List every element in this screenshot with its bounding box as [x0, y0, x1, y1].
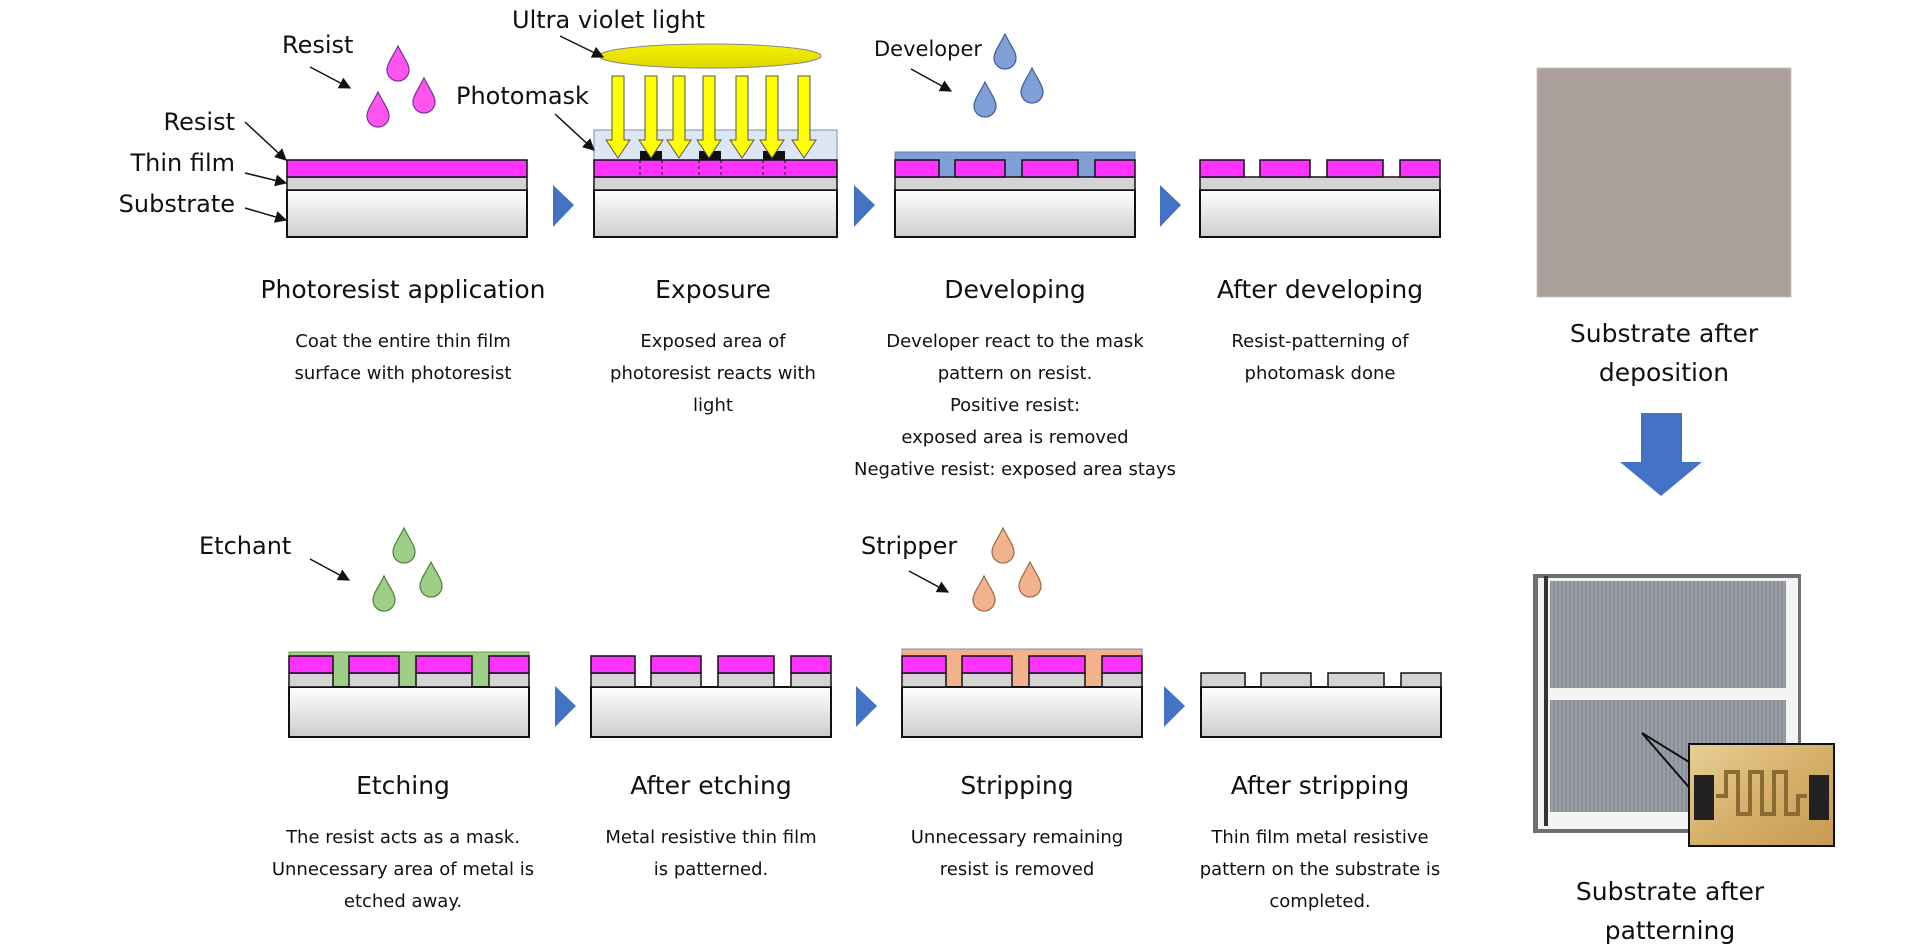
uv-light-source — [598, 43, 822, 69]
step5-illustration — [288, 651, 530, 738]
layer-substrate-label: Substrate — [118, 190, 235, 218]
step-arrow-1 — [553, 185, 574, 227]
uv-light-label: Ultra violet light — [512, 6, 706, 34]
step-arrow-6 — [1164, 686, 1185, 727]
step6-illustration — [590, 655, 832, 738]
step2-thin-film — [593, 176, 838, 191]
step5-substrate — [288, 686, 530, 738]
step-arrow-5 — [856, 686, 877, 727]
step7-substrate — [901, 686, 1143, 738]
step-title-after-etching: After etching — [630, 771, 792, 800]
step1-illustration — [286, 159, 528, 238]
step4-illustration — [1199, 159, 1441, 238]
step5-film-pattern — [288, 672, 530, 688]
step8-substrate — [1200, 686, 1442, 738]
step4-thin-film — [1199, 176, 1441, 191]
step-arrow-3 — [1160, 185, 1181, 227]
substrate-after-patterning-photo — [1533, 574, 1835, 847]
step4-resist-pattern — [1199, 159, 1441, 178]
substrate-after-deposition-photo — [1536, 67, 1792, 298]
step2-substrate — [593, 189, 838, 238]
step6-substrate — [590, 686, 832, 738]
label-pointer-arrows — [244, 35, 953, 593]
layer-thin-film-label: Thin film — [130, 149, 235, 177]
zoom-inset-chip — [1688, 743, 1835, 847]
step3-substrate — [894, 189, 1136, 238]
step1-resist — [286, 159, 528, 178]
step7-illustration — [901, 648, 1143, 738]
etchant-label: Etchant — [199, 532, 292, 560]
uv-rays — [605, 75, 817, 159]
step3-illustration — [894, 151, 1136, 238]
step4-substrate — [1199, 189, 1441, 238]
step-desc-etching: The resist acts as a mask.Unnecessary ar… — [271, 827, 535, 912]
step8-illustration — [1200, 672, 1442, 738]
etchant-drops — [372, 526, 443, 612]
step1-substrate — [286, 189, 528, 238]
stripper-drops — [972, 526, 1042, 612]
resist-drops-label: Resist — [282, 31, 354, 59]
photomask-label: Photomask — [456, 82, 589, 110]
step7-film-pattern — [901, 672, 1143, 688]
developer-drops — [973, 32, 1044, 118]
step-title-after-developing: After developing — [1216, 275, 1424, 304]
step-arrow-2 — [854, 185, 875, 227]
step7-resist-pattern — [901, 655, 1143, 674]
step3-resist-pattern — [894, 159, 1136, 178]
step2-resist — [593, 159, 838, 178]
step-title-developing: Developing — [944, 275, 1086, 304]
step-title-after-stripping: After stripping — [1230, 771, 1410, 800]
step-title-photoresist-application: Photoresist application — [260, 275, 546, 304]
down-arrow — [1620, 413, 1702, 496]
resist-drops — [366, 44, 436, 128]
stripper-label: Stripper — [861, 532, 958, 560]
step-arrow-4 — [555, 686, 576, 727]
step3-thin-film — [894, 176, 1136, 191]
step-title-exposure: Exposure — [655, 275, 771, 304]
layer-resist-label: Resist — [163, 108, 235, 136]
step2-illustration — [593, 43, 838, 238]
step6-resist-pattern — [590, 655, 832, 674]
developer-label: Developer — [874, 37, 983, 61]
step-title-etching: Etching — [356, 771, 450, 800]
step6-film-pattern — [590, 672, 832, 688]
step1-thin-film — [286, 176, 528, 191]
step-title-stripping: Stripping — [960, 771, 1074, 800]
step5-resist-pattern — [288, 655, 530, 674]
step8-film-pattern — [1200, 672, 1442, 688]
exposure-dashed-lines — [639, 160, 786, 177]
